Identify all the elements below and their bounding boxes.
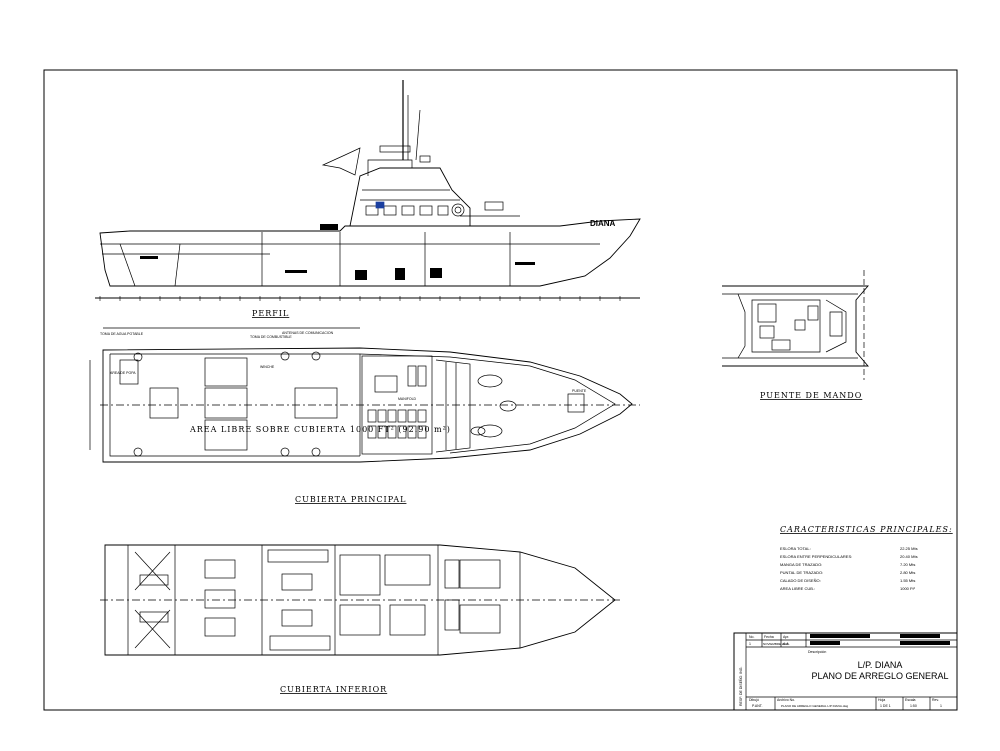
char-label: PUNTAL DE TRAZADO: [780,570,823,575]
main-deck-area-note: AREA LIBRE SOBRE CUBIERTA 1000 FT² (92.9… [189,425,451,434]
tb-header-no: No. [749,635,754,639]
char-label: AREA LIBRE CUB.: [780,586,815,591]
tb-escala-label: Escala [905,698,916,702]
characteristics-title: CARACTERISTICAS PRINCIPALES: [780,525,953,534]
tb-title-line1: L/P. DIANA [858,660,903,670]
tb-header-apr: Apr. [783,635,789,639]
bridge-view-title: PUENTE DE MANDO [760,391,862,400]
char-label: ESLORA TOTAL: [780,546,811,551]
note-water-intake: TOMA DE AGUA POTABLE [100,332,144,336]
note-winch: WINCHE [260,365,275,369]
char-value: 7.20 Mts [900,562,915,567]
note-bridge: PUENTE [572,389,587,393]
profile-windows [365,205,449,216]
main-deck-seats [367,365,427,439]
sheet-border [43,69,958,711]
tb-dibujo-label: Dibujó [749,698,759,702]
tb-rev-no: 1 [749,642,751,646]
tb-rev-value: 1 [940,704,942,708]
char-value: 20.40 Mts [900,554,918,559]
tb-title-line2: PLANO DE ARREGLO GENERAL [811,671,948,681]
lower-deck-view [100,544,620,656]
tb-hoja-value: 1 DE 1 [880,704,891,708]
tb-header-fecha: Fecha [764,635,774,639]
note-antennas: ANTENAS DE COMUNICACION [282,331,334,335]
profile-frame-ticks [99,296,621,301]
tb-description-label: Descripción [808,650,826,654]
char-label: CALADO DE DISEÑO: [780,578,821,583]
tb-dibujo-value: P.ANT. [752,704,763,708]
char-label: MANGA DE TRAZADO: [780,562,822,567]
lower-deck-view-title: CUBIERTA INFERIOR [280,685,387,694]
note-manifold: MANIFOLD [398,397,417,401]
main-deck-view [89,327,640,463]
char-value: 1000 Ft² [900,586,916,591]
char-value: 22.25 Mts [900,546,918,551]
tb-hoja-label: Hoja [878,698,885,702]
characteristics-table: CARACTERISTICAS PRINCIPALES: ESLORA TOTA… [780,525,953,591]
tb-escala-value: 1:50 [910,704,917,708]
tb-rev-label: Rev. [932,698,939,702]
char-value: 1.55 Mts [900,578,915,583]
bridge-view [722,270,869,380]
note-stern-area: AREA DE POPA [110,371,136,375]
tb-rev-apr: A.A. [783,642,790,646]
tb-side-text: RESP. DE DISEÑO: ING. [738,667,743,706]
note-fuel-intake: TOMA DE COMBUSTIBLE [250,335,292,339]
tb-rev-fecha: NOVIEMBRE 2009 [763,642,789,646]
vessel-name-label: DIANA [590,219,616,228]
tb-archivo-value: PLANO DE ARREGLO GENERAL L/P DIANA.dwg [781,704,849,708]
char-value: 2.80 Mts [900,570,915,575]
char-label: ESLORA ENTRE PERPENDICULARES: [780,554,852,559]
profile-view: DIANA [95,80,641,299]
main-deck-view-title: CUBIERTA PRINCIPAL [295,495,406,504]
tb-archivo-label: Archivo No. [777,698,795,702]
profile-view-title: PERFIL [252,309,289,318]
title-block [733,632,958,711]
